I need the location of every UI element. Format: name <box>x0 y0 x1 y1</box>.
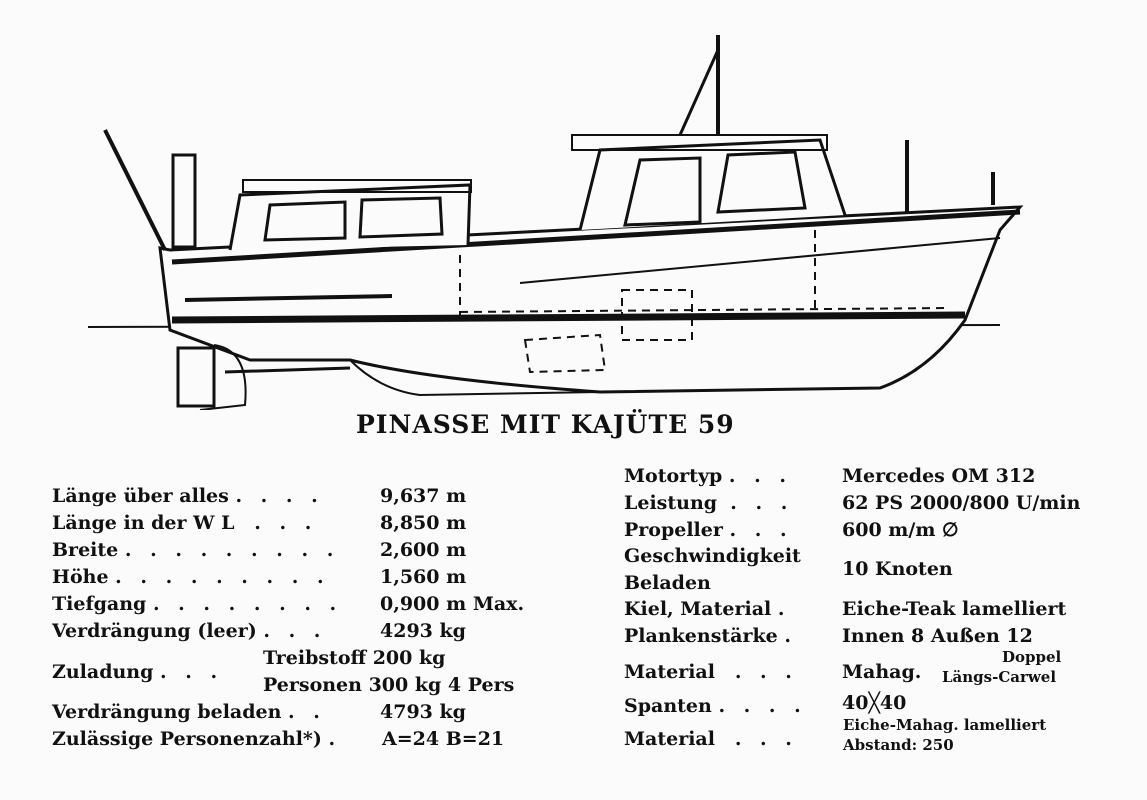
spec-value: Personen 300 kg 4 Pers <box>263 674 515 696</box>
spec-label: Tiefgang <box>52 593 147 615</box>
spec-value: 4293 kg <box>380 620 466 642</box>
spec-label: Beladen <box>624 572 711 594</box>
spec-label: Plankenstärke <box>624 625 778 647</box>
leader-dots: . . <box>288 701 326 723</box>
spec-label: Breite <box>52 539 119 561</box>
spec-value: A=24 B=21 <box>382 728 505 750</box>
spec-label: Material <box>624 661 715 683</box>
spec-row: Länge in der W L . . . <box>52 512 317 534</box>
spec-label: Motortyp <box>624 465 723 487</box>
spec-value: Eiche-Teak lamelliert <box>842 598 1067 620</box>
spec-value: 1,560 m <box>380 566 467 588</box>
spec-label: Länge über alles <box>52 485 229 507</box>
spec-value: Abstand: 250 <box>843 736 954 754</box>
leader-dots: . . . . . . . . <box>152 593 343 615</box>
spec-value: 8,850 m <box>380 512 467 534</box>
spec-label: Propeller <box>624 519 723 541</box>
spec-value: Längs-Carwel <box>942 668 1057 686</box>
spec-value: 10 Knoten <box>842 558 953 580</box>
spec-row: Verdrängung (leer) . . . <box>52 620 326 642</box>
spec-row: Motortyp . . . <box>624 465 792 487</box>
leader-dots: . . . . . . . . . <box>115 566 330 588</box>
spec-value: 0,900 m Max. <box>380 593 525 615</box>
spec-value: Mercedes OM 312 <box>842 465 1036 487</box>
spec-label: Höhe <box>52 566 109 588</box>
spec-label: Verdrängung (leer) <box>52 620 257 642</box>
leader-dots: . . . . . . . . . <box>124 539 340 561</box>
leader-dots: . <box>777 598 785 620</box>
leader-dots: . . . <box>263 620 327 642</box>
spec-row: Breite . . . . . . . . . <box>52 539 339 561</box>
spec-row: Propeller . . . <box>624 519 793 541</box>
leader-dots: . <box>328 728 336 750</box>
spec-label: Zulässige Personenzahl*) <box>52 728 322 750</box>
leader-dots: . . . <box>728 465 792 487</box>
spec-label: Kiel, Material <box>624 598 772 620</box>
spec-value: 9,637 m <box>380 485 467 507</box>
spec-label: Verdrängung beladen <box>52 701 282 723</box>
spec-row: Spanten . . . . <box>624 695 807 717</box>
spec-value: 600 m/m ∅ <box>842 519 959 541</box>
spec-label: Länge in der W L <box>52 512 235 534</box>
spec-label: Material <box>624 728 715 750</box>
spec-value: 2,600 m <box>380 539 467 561</box>
leader-dots: . . . . <box>235 485 324 507</box>
leader-dots: . . . <box>254 512 318 534</box>
spec-value: Innen 8 Außen 12 <box>842 625 1033 647</box>
spec-value: 40╳40 <box>842 692 907 714</box>
spec-label: Zuladung <box>52 661 154 683</box>
leader-dots: . . . <box>729 519 793 541</box>
spec-value: Mahag. <box>842 661 922 683</box>
spec-row: Zulässige Personenzahl*) . <box>52 728 335 750</box>
spec-value: Treibstoff 200 kg <box>263 647 446 669</box>
spec-row: Material . . . <box>624 728 798 750</box>
spec-row: Verdrängung beladen . . <box>52 701 326 723</box>
leader-dots: . . . <box>734 661 798 683</box>
spec-row: Kiel, Material . <box>624 598 784 620</box>
spec-row: Material . . . <box>624 661 798 683</box>
spec-row: Länge über alles . . . . <box>52 485 324 507</box>
leader-dots: . . . <box>730 492 794 514</box>
spec-row: Leistung . . . <box>624 492 793 514</box>
spec-row: Zuladung . . . <box>52 661 223 683</box>
leader-dots: . . . <box>734 728 798 750</box>
spec-label: Leistung <box>624 492 718 514</box>
leader-dots: . . . <box>160 661 224 683</box>
spec-value: Eiche-Mahag. lamelliert <box>843 716 1047 734</box>
spec-row: Höhe . . . . . . . . . <box>52 566 330 588</box>
spec-label: Geschwindigkeit <box>624 545 801 567</box>
boat-side-elevation-drawing <box>87 35 1024 410</box>
leader-dots: . . . . <box>718 695 807 717</box>
spec-label: Spanten <box>624 695 712 717</box>
drawing-title: PINASSE MIT KAJÜTE 59 <box>356 410 735 439</box>
spec-row: Tiefgang . . . . . . . . <box>52 593 342 615</box>
spec-value: Doppel <box>1002 648 1062 666</box>
spec-row: Plankenstärke . <box>624 625 791 647</box>
leader-dots: . <box>784 625 791 647</box>
spec-value: 4793 kg <box>380 701 466 723</box>
spec-value: 62 PS 2000/800 U/min <box>842 492 1081 514</box>
